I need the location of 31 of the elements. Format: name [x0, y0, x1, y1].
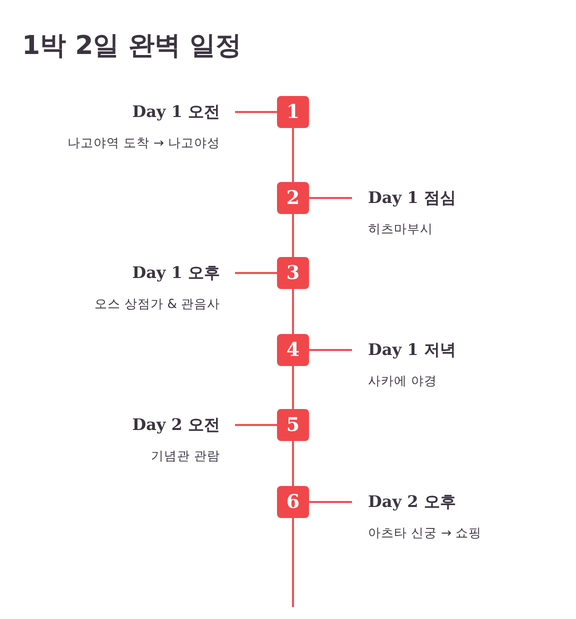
timeline-line	[292, 128, 294, 182]
step-description: 사카에 야경	[368, 373, 437, 390]
step-description: 오스 상점가 & 관음사	[94, 296, 220, 313]
step-number-badge: 1	[277, 96, 309, 128]
timeline-line	[292, 441, 294, 486]
step-number-badge: 2	[277, 182, 309, 214]
step-heading: Day 2 오전	[132, 414, 220, 436]
step-number-badge: 6	[277, 486, 309, 518]
step-description: 히츠마부시	[368, 221, 433, 238]
step-heading: Day 1 오후	[132, 262, 220, 284]
step-description: 기념관 관람	[151, 448, 220, 465]
timeline-line	[292, 366, 294, 409]
step-heading: Day 1 저녁	[368, 339, 456, 361]
step-heading: Day 2 오후	[368, 491, 456, 513]
step-heading: Day 1 점심	[368, 187, 456, 209]
connector-line	[235, 424, 277, 426]
timeline-line	[292, 518, 294, 607]
step-description: 아츠타 신궁 → 쇼핑	[368, 525, 482, 542]
step-description: 나고야역 도착 → 나고야성	[68, 135, 220, 152]
connector-line	[309, 501, 352, 503]
step-number-badge: 4	[277, 334, 309, 366]
timeline-line	[292, 214, 294, 257]
connector-line	[235, 272, 277, 274]
step-number-badge: 5	[277, 409, 309, 441]
timeline-line	[292, 289, 294, 334]
title: 1박 2일 완벽 일정	[22, 30, 242, 63]
connector-line	[309, 349, 352, 351]
connector-line	[309, 197, 352, 199]
connector-line	[235, 111, 277, 113]
step-number-badge: 3	[277, 257, 309, 289]
step-heading: Day 1 오전	[132, 101, 220, 123]
